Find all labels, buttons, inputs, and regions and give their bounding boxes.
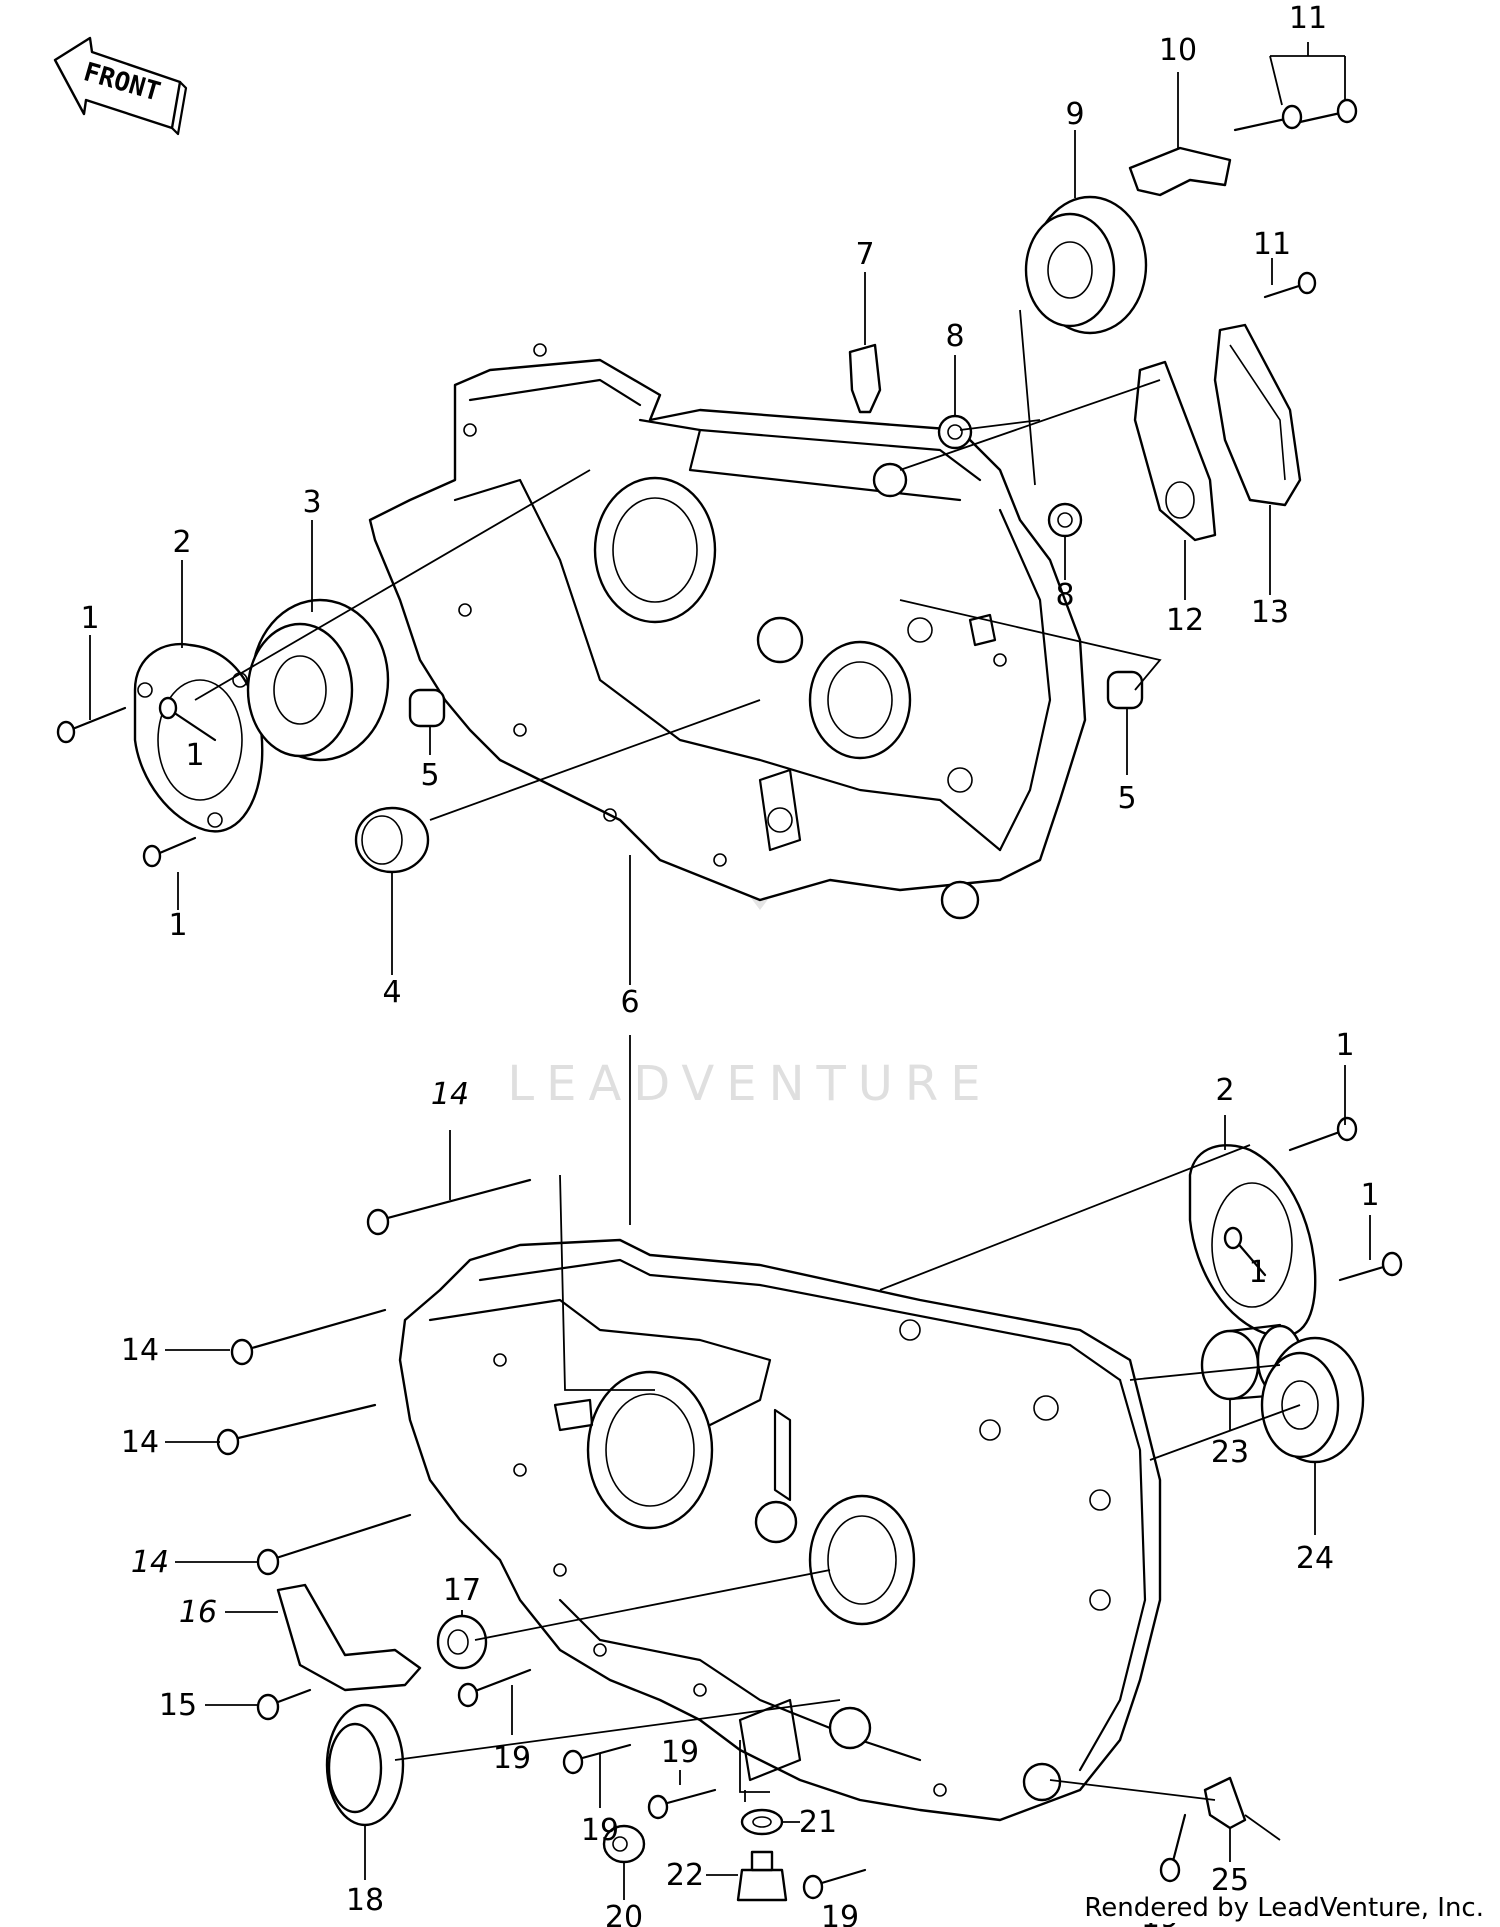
collar-4 xyxy=(354,806,430,874)
callout-14: 14 xyxy=(131,1545,169,1580)
long-bolt-14-b xyxy=(230,1308,387,1366)
callout-1: 1 xyxy=(80,601,99,636)
screw-1-e xyxy=(1223,1226,1267,1277)
callout-5: 5 xyxy=(420,758,439,793)
callout-5: 5 xyxy=(1117,781,1136,816)
washer-8-a xyxy=(937,414,973,450)
callout-19: 19 xyxy=(493,1741,531,1776)
oil-seal-17 xyxy=(436,1614,488,1670)
screw-1-a xyxy=(56,706,127,744)
dowel-bushing-5-left xyxy=(408,688,446,728)
screw-19-d xyxy=(802,1868,867,1900)
callout-23: 23 xyxy=(1211,1435,1249,1470)
bearing-cover-plate-right xyxy=(1188,1144,1317,1338)
screw-1-d xyxy=(1288,1116,1358,1152)
callout-1: 1 xyxy=(185,738,204,773)
callout-2: 2 xyxy=(172,525,191,560)
long-bolt-14-a xyxy=(366,1178,532,1236)
dowel-bushing-5-right xyxy=(1106,670,1144,710)
plate-12 xyxy=(1133,360,1217,542)
pin-7 xyxy=(848,343,882,414)
callout-10: 10 xyxy=(1159,33,1197,68)
callout-14: 14 xyxy=(431,1077,469,1112)
callout-6: 6 xyxy=(620,985,639,1020)
screw-11-a xyxy=(1233,104,1303,132)
clip-25 xyxy=(1203,1776,1247,1830)
watermark-text: LEADVENTURE xyxy=(507,1056,992,1112)
callout-4: 4 xyxy=(382,975,401,1010)
callout-20: 20 xyxy=(605,1900,643,1927)
callout-15: 15 xyxy=(159,1688,197,1723)
callout-3: 3 xyxy=(302,485,321,520)
callout-1: 1 xyxy=(1335,1028,1354,1063)
long-bolt-14-d xyxy=(256,1513,412,1576)
callout-11: 11 xyxy=(1253,227,1291,262)
guide-16 xyxy=(276,1583,422,1692)
callout-18: 18 xyxy=(346,1883,384,1918)
oil-seal-18 xyxy=(325,1703,405,1827)
bracket-10 xyxy=(1128,146,1232,197)
callout-labels: 11 10 9 7 8 11 3 2 1 1 1 5 8 12 13 5 4 6… xyxy=(80,1,1379,1927)
callout-12: 12 xyxy=(1166,603,1204,638)
callout-1: 1 xyxy=(1360,1178,1379,1213)
callout-13: 13 xyxy=(1251,595,1289,630)
callout-19: 19 xyxy=(661,1735,699,1770)
callout-14: 14 xyxy=(121,1425,159,1460)
screw-19-a xyxy=(457,1668,532,1708)
lower-crankcase-half xyxy=(398,1238,1162,1822)
bearing-cover-plate-left xyxy=(133,642,264,833)
gasket-21 xyxy=(740,1808,784,1836)
callout-19: 19 xyxy=(821,1900,859,1927)
screw-1-f xyxy=(1338,1251,1403,1282)
cover-13 xyxy=(1213,323,1302,507)
washer-8-b xyxy=(1047,502,1083,538)
callout-2: 2 xyxy=(1215,1073,1234,1108)
callout-21: 21 xyxy=(799,1805,837,1840)
render-credit: Rendered by LeadVenture, Inc. xyxy=(1080,1893,1488,1923)
callout-1: 1 xyxy=(168,908,187,943)
leader-lines xyxy=(89,42,1371,1900)
callout-9: 9 xyxy=(1065,97,1084,132)
ball-bearing-9 xyxy=(1024,195,1148,335)
callout-8: 8 xyxy=(945,319,964,354)
callout-19: 19 xyxy=(581,1813,619,1848)
screw-19-b xyxy=(562,1743,632,1775)
callout-22: 22 xyxy=(666,1858,704,1893)
screw-11-b xyxy=(1298,98,1358,124)
callout-24: 24 xyxy=(1296,1541,1334,1576)
callout-17: 17 xyxy=(443,1573,481,1608)
screw-19-e xyxy=(1159,1813,1187,1883)
screw-15 xyxy=(256,1688,312,1721)
callout-25: 25 xyxy=(1211,1863,1249,1898)
ball-bearing-3 xyxy=(246,598,390,762)
screw-19-c xyxy=(647,1788,717,1820)
upper-crankcase-half xyxy=(368,343,1087,920)
screw-11-c xyxy=(1263,271,1317,299)
screw-1-c xyxy=(142,836,197,868)
callout-8: 8 xyxy=(1055,578,1074,613)
callout-16: 16 xyxy=(179,1595,217,1630)
callout-14: 14 xyxy=(121,1333,159,1368)
callout-11: 11 xyxy=(1289,1,1327,36)
drain-plug-22 xyxy=(736,1850,788,1902)
long-bolt-14-c xyxy=(216,1403,377,1456)
callout-1: 1 xyxy=(1248,1255,1267,1290)
callout-7: 7 xyxy=(855,237,874,272)
front-arrow-icon: FRONT xyxy=(53,36,188,136)
screw-1-b xyxy=(158,696,217,742)
